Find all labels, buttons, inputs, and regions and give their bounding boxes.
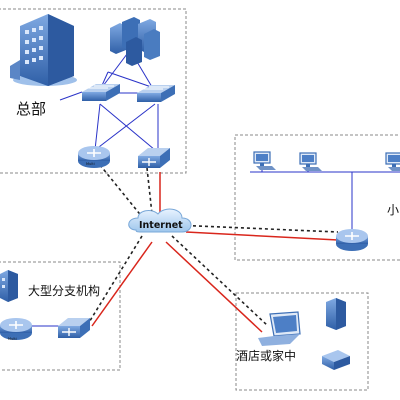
small-branch-pc-2-icon bbox=[299, 152, 323, 172]
small-branch-pc-1-icon bbox=[253, 151, 277, 171]
large-branch-label: 大型分支机构 bbox=[28, 283, 100, 298]
hq-switch-left-icon bbox=[81, 83, 121, 102]
small-branch-lan bbox=[250, 168, 400, 236]
wan-links bbox=[91, 172, 339, 333]
internet-label: Internet bbox=[139, 220, 183, 231]
large-branch-zone bbox=[0, 261, 121, 371]
large-branch-vpn-gateway-icon bbox=[58, 318, 90, 338]
small-branch-zone bbox=[234, 134, 400, 261]
server-cluster-icon bbox=[110, 17, 160, 66]
hq-mux-label: Multi bbox=[86, 162, 95, 166]
vpn-tunnels bbox=[87, 164, 339, 327]
hq-zone bbox=[0, 8, 187, 174]
hq-switch-right-icon bbox=[136, 84, 176, 103]
hotel-home-zone bbox=[235, 292, 369, 391]
small-branch-label: 小 bbox=[387, 203, 399, 217]
laptop-icon bbox=[258, 311, 301, 346]
hq-vpn-gateway-icon bbox=[138, 148, 170, 168]
internet-cloud-icon bbox=[128, 208, 192, 233]
hq-building-icon bbox=[10, 14, 77, 86]
small-branch-pc-3-icon bbox=[385, 152, 400, 172]
server-icon bbox=[326, 298, 346, 330]
ip-phone-icon bbox=[322, 350, 350, 370]
hotel-home-label: 酒店或家中 bbox=[236, 348, 296, 363]
hq-label: 总部 bbox=[16, 100, 46, 118]
large-branch-building-icon bbox=[0, 270, 18, 302]
small-branch-router-icon bbox=[335, 228, 369, 252]
branch-mux-label: Multi bbox=[8, 337, 17, 341]
